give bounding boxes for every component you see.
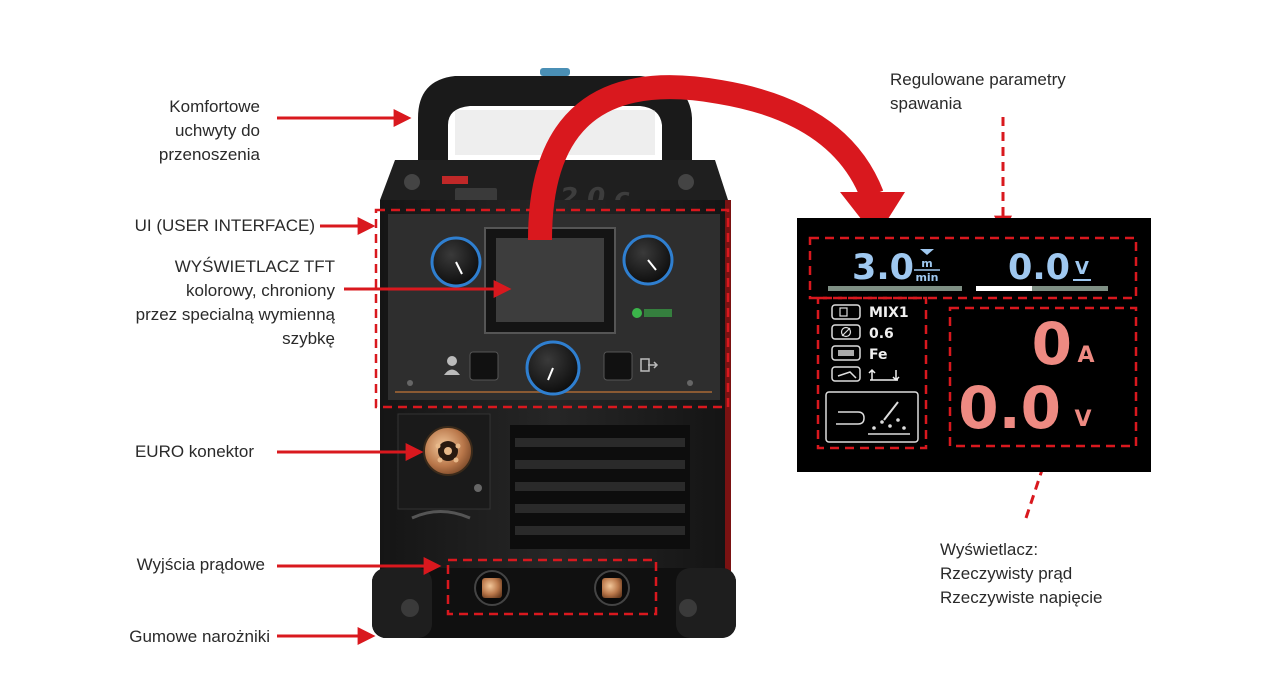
outputs-highlight-box	[446, 558, 658, 616]
output-socket-left[interactable]	[474, 570, 510, 606]
gas-value: MIX1	[869, 305, 909, 321]
voltage-set-value: 0.0	[1008, 248, 1070, 288]
label-readout: Wyświetlacz: Rzeczywisty prąd Rzeczywist…	[940, 540, 1103, 607]
wire-diameter-icon	[831, 324, 861, 340]
knob-right[interactable]	[622, 234, 674, 286]
exit-icon	[640, 358, 659, 372]
screen-zoom-arrowhead	[840, 192, 905, 238]
trigger-mode-icon	[868, 368, 900, 382]
voltage-bar-fill	[976, 286, 1032, 291]
ventilation-grille	[510, 425, 690, 549]
label-outputs: Wyjścia prądowe	[136, 555, 265, 574]
actual-current-value: 0	[1032, 310, 1072, 378]
wire-speed-value: 3.0	[852, 248, 914, 288]
user-button[interactable]	[469, 351, 499, 381]
welder-machine: 2 0 c	[372, 68, 736, 638]
wire-diameter-value: 0.6	[869, 326, 894, 342]
rubber-corner-left	[372, 568, 432, 638]
params-highlight-box	[808, 236, 1138, 300]
wire-speed-unit-bottom: min	[915, 271, 938, 284]
actual-current-unit: A	[1077, 343, 1094, 368]
knob-left[interactable]	[430, 236, 482, 288]
label-handles: Komfortowe uchwyty do przenoszenia	[158, 97, 260, 164]
material-value: Fe	[869, 347, 888, 363]
base	[372, 568, 736, 638]
euro-connector[interactable]	[423, 426, 473, 476]
screen-zoom-arrow	[528, 75, 884, 241]
wire-speed-bar	[828, 286, 962, 291]
label-euro: EURO konektor	[134, 442, 254, 461]
rubber-corner-right	[676, 568, 736, 638]
settings-highlight-box	[816, 296, 928, 450]
ui-highlight-box	[374, 208, 730, 409]
welding-process-icon	[825, 391, 919, 443]
label-ui: UI (USER INTERFACE)	[134, 216, 315, 235]
output-socket-right[interactable]	[594, 570, 630, 606]
label-params: Regulowane parametry spawania	[890, 70, 1066, 113]
wire-speed-unit-top: m	[921, 257, 932, 270]
material-icon	[831, 345, 861, 361]
readout-highlight-box	[948, 306, 1138, 448]
display-zoom: 3.0 m min 0.0 V MIX1 0.6 Fe	[797, 218, 1151, 472]
exit-button[interactable]	[603, 351, 633, 381]
certification-badge-icon	[632, 308, 672, 318]
torch-mode-icon	[831, 366, 861, 382]
voltage-set-unit: V	[1075, 258, 1089, 279]
knob-center[interactable]	[525, 340, 581, 396]
user-icon	[444, 356, 460, 375]
gas-cylinder-icon	[831, 304, 861, 320]
arrow-readout	[1024, 448, 1052, 519]
display-panel	[797, 218, 1151, 472]
actual-voltage-unit: V	[1074, 407, 1091, 432]
label-corners: Gumowe narożniki	[129, 627, 270, 646]
label-tft: WYŚWIETLACZ TFT kolorowy, chroniony prze…	[135, 257, 335, 348]
voltage-bar-track	[976, 286, 1108, 291]
actual-voltage-value: 0.0	[958, 374, 1061, 442]
